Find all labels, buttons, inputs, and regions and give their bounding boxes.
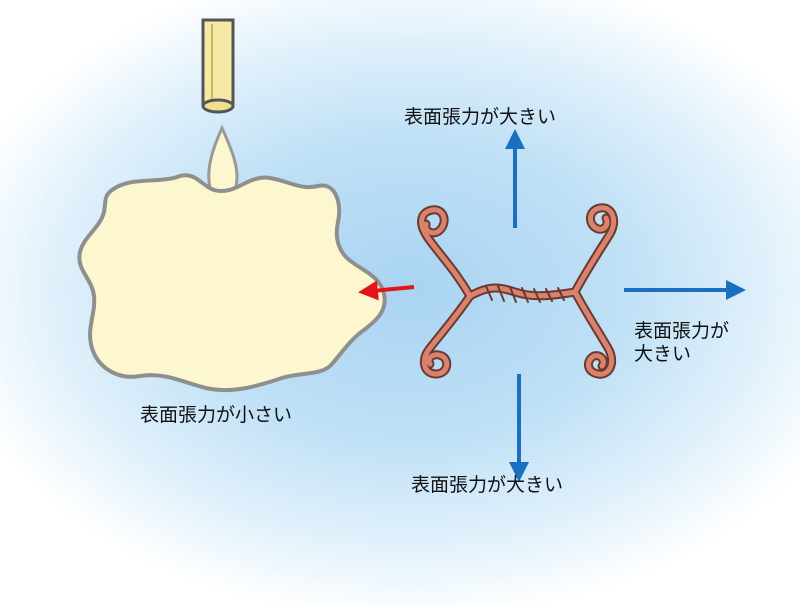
- label-right-tension: 表面張力が 大きい: [634, 320, 729, 366]
- label-right-line1: 表面張力が: [634, 320, 730, 342]
- label-left-tension: 表面張力が小さい: [140, 404, 293, 426]
- label-bottom-tension: 表面張力が大きい: [411, 474, 564, 496]
- label-top-tension: 表面張力が大きい: [404, 106, 557, 128]
- straw: [201, 18, 235, 114]
- soap-puddle: [77, 173, 387, 393]
- red-arrow: [358, 280, 415, 301]
- label-right-line2: 大きい: [634, 342, 692, 365]
- twisted-wire: [417, 203, 619, 379]
